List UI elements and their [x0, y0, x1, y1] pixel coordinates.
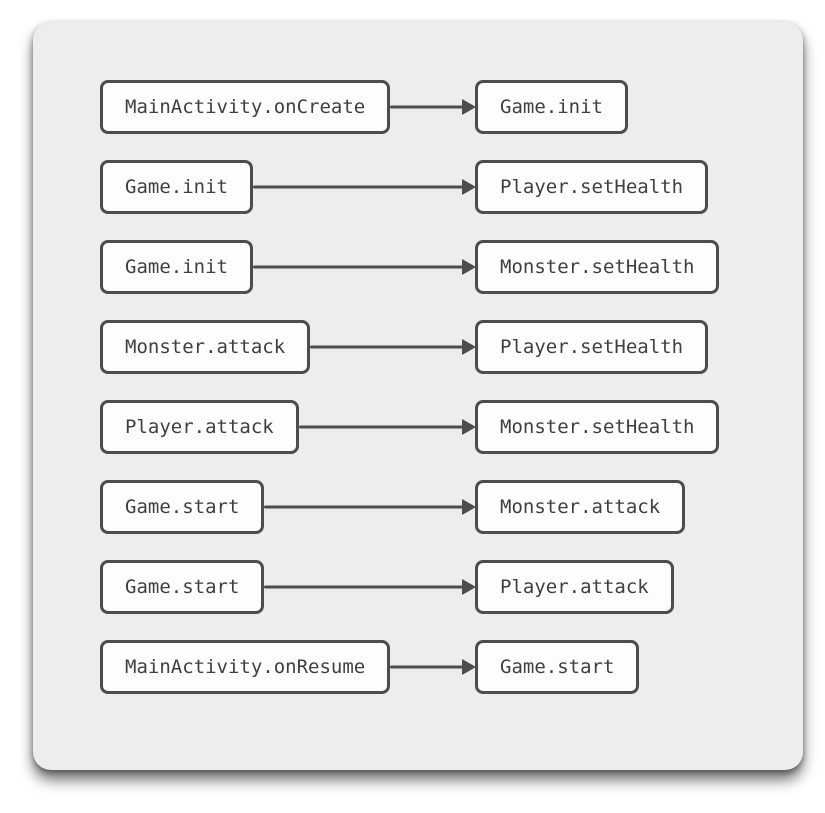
arrowhead-icon	[462, 179, 476, 195]
call-arrow	[298, 400, 476, 454]
callee-node: Game.start	[475, 640, 640, 694]
call-edge-row: Game.start Player.attack	[100, 560, 763, 614]
callee-node: Monster.setHealth	[475, 240, 720, 294]
caller-node: Game.init	[100, 160, 253, 214]
diagram-card: MainActivity.onCreate Game.init Game.ini…	[33, 22, 803, 770]
arrowhead-icon	[462, 339, 476, 355]
arrowhead-icon	[462, 259, 476, 275]
arrowhead-icon	[462, 579, 476, 595]
arrow-line	[252, 265, 472, 269]
callee-node: Game.init	[475, 80, 628, 134]
caller-slot: Game.start	[100, 560, 476, 614]
arrowhead-icon	[462, 99, 476, 115]
arrow-line	[310, 345, 472, 349]
callee-node: Player.attack	[475, 560, 674, 614]
callee-node: Player.setHealth	[475, 160, 709, 214]
call-edge-row: Game.start Monster.attack	[100, 480, 763, 534]
callee-node: Player.setHealth	[475, 320, 709, 374]
callee-node: Monster.setHealth	[475, 400, 720, 454]
caller-slot: Player.attack	[100, 400, 476, 454]
caller-node: MainActivity.onResume	[100, 640, 391, 694]
arrow-line	[390, 665, 472, 669]
caller-node: Player.attack	[100, 400, 299, 454]
arrow-line	[264, 585, 472, 589]
arrow-line	[264, 505, 472, 509]
caller-slot: MainActivity.onResume	[100, 640, 476, 694]
caller-slot: Game.init	[100, 160, 476, 214]
call-arrow	[310, 320, 476, 374]
call-edge-row: Monster.attack Player.setHealth	[100, 320, 763, 374]
call-edge-row: Game.init Player.setHealth	[100, 160, 763, 214]
caller-node: Game.init	[100, 240, 253, 294]
call-arrow	[390, 80, 476, 134]
arrow-line	[390, 105, 472, 109]
call-arrow	[264, 560, 476, 614]
arrowhead-icon	[462, 659, 476, 675]
callee-node: Monster.attack	[475, 480, 686, 534]
caller-node: MainActivity.onCreate	[100, 80, 391, 134]
call-edge-row: Player.attack Monster.setHealth	[100, 400, 763, 454]
caller-node: Monster.attack	[100, 320, 311, 374]
call-edge-row: MainActivity.onResume Game.start	[100, 640, 763, 694]
call-arrow	[264, 480, 476, 534]
caller-slot: Game.start	[100, 480, 476, 534]
call-arrow	[252, 240, 476, 294]
caller-slot: MainActivity.onCreate	[100, 80, 476, 134]
arrowhead-icon	[462, 419, 476, 435]
caller-slot: Monster.attack	[100, 320, 476, 374]
call-arrow	[390, 640, 476, 694]
caller-node: Game.start	[100, 480, 265, 534]
caller-node: Game.start	[100, 560, 265, 614]
caller-slot: Game.init	[100, 240, 476, 294]
call-edge-row: MainActivity.onCreate Game.init	[100, 80, 763, 134]
arrowhead-icon	[462, 499, 476, 515]
arrow-line	[298, 425, 472, 429]
call-edge-row: Game.init Monster.setHealth	[100, 240, 763, 294]
call-arrow	[252, 160, 476, 214]
arrow-line	[252, 185, 472, 189]
